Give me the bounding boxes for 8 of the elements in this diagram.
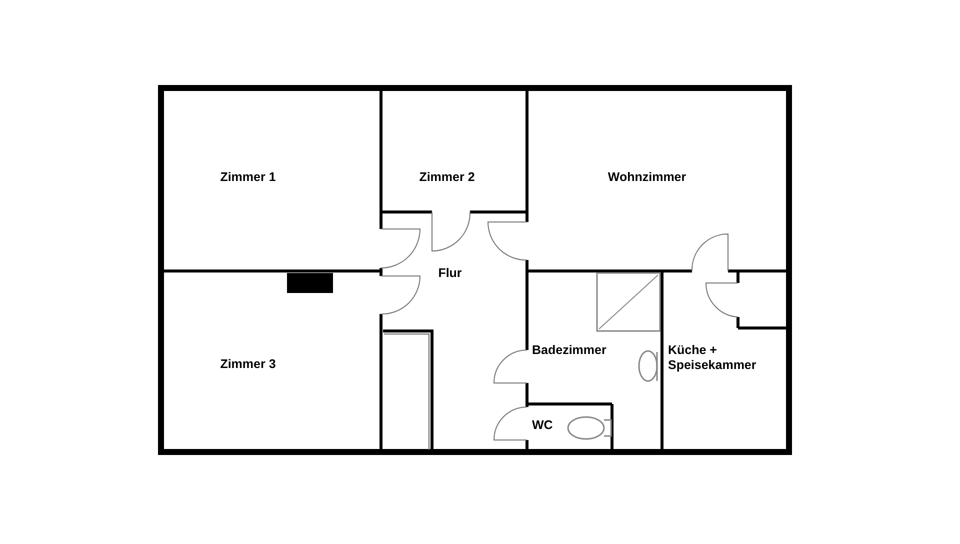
room-label: Zimmer 1 bbox=[198, 170, 298, 185]
room-label: WC bbox=[532, 418, 562, 433]
room-label: Zimmer 3 bbox=[198, 357, 298, 372]
room-label: Badezimmer bbox=[532, 343, 622, 358]
room-label: Zimmer 2 bbox=[397, 170, 497, 185]
room-label: Küche + Speisekammer bbox=[668, 343, 768, 373]
room-label: Wohnzimmer bbox=[597, 170, 697, 185]
room-label: Flur bbox=[420, 266, 480, 281]
